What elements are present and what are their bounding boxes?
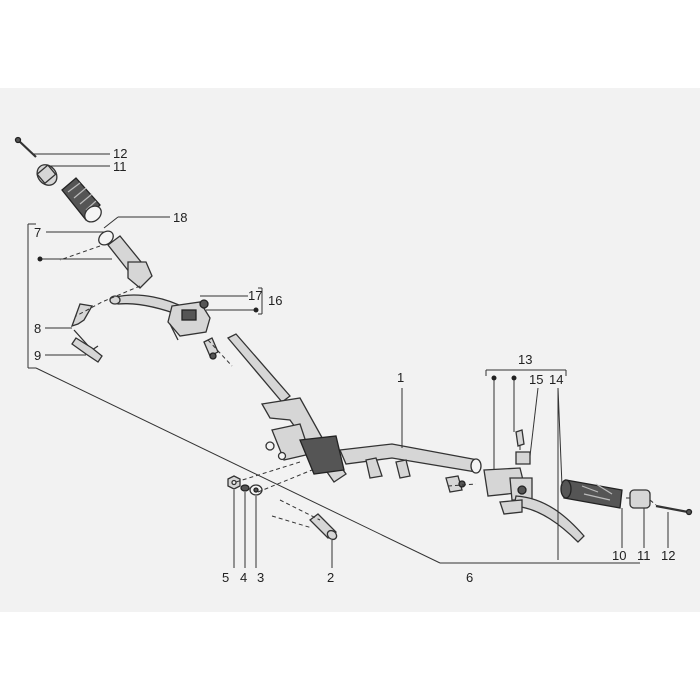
callout-11-top: 11: [113, 159, 127, 174]
callout-15: 15: [529, 372, 543, 387]
assembly-lines: [59, 245, 657, 529]
handlebar: [226, 333, 482, 483]
left-throttle-tube: [107, 235, 153, 289]
callout-14: 14: [549, 372, 563, 387]
leader-lines: [27, 153, 669, 568]
callout-3: 3: [257, 570, 264, 585]
callout-13: 13: [518, 352, 532, 367]
callout-18: 18: [173, 210, 187, 225]
right-grip: [560, 479, 623, 509]
washer-4: [240, 484, 250, 492]
right-switch: [515, 451, 531, 465]
callout-6: 6: [466, 570, 473, 585]
right-brake-switch: [445, 475, 466, 493]
callout-12-top: 12: [113, 146, 127, 161]
right-bar-end-screw: [655, 504, 693, 516]
callout-8: 8: [34, 321, 41, 336]
callout-5: 5: [222, 570, 229, 585]
callout-1: 1: [397, 370, 404, 385]
right-switch-screw: [515, 429, 525, 447]
left-brake-switch: [203, 337, 219, 360]
callout-10: 10: [612, 548, 626, 563]
bolt-2: [309, 513, 338, 541]
right-bar-end-weight: [629, 489, 651, 509]
callout-4: 4: [240, 570, 247, 585]
left-bar-end-weight: [36, 164, 58, 186]
left-grip: [61, 177, 102, 223]
callout-17: 17: [248, 288, 262, 303]
callout-2: 2: [327, 570, 334, 585]
callout-9: 9: [34, 348, 41, 363]
right-master-cylinder: [483, 467, 533, 501]
left-spacer-ring: [98, 230, 114, 246]
left-brake-lever: [109, 294, 186, 317]
callout-16: 16: [268, 293, 282, 308]
callout-7: 7: [34, 225, 41, 240]
diagram-background: [0, 88, 700, 612]
callouts: 12 11 18 7 8 9 17 16 1 13 15 14 10 11 12…: [34, 146, 675, 585]
nut-5: [227, 475, 241, 490]
callout-11-right: 11: [637, 548, 651, 563]
washer-3: [249, 484, 263, 496]
right-brake-lever: [499, 495, 585, 543]
callout-12-right: 12: [661, 548, 675, 563]
left-choke-lever: [71, 337, 103, 363]
left-master-cylinder: [167, 299, 211, 341]
